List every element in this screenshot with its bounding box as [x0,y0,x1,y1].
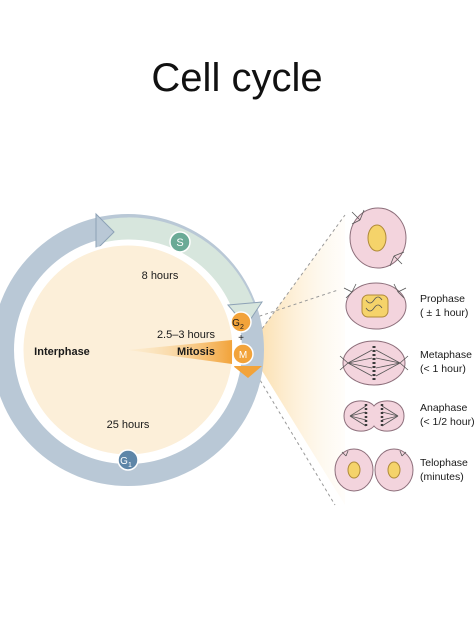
prophase-name: Prophase [420,293,465,305]
m-arrow-head [233,366,262,378]
metaphase-cell [339,340,409,386]
g2-plus: + [238,333,244,344]
g1-marker-label: G1 [120,456,132,469]
g1-marker [117,449,139,471]
interphase-cell [349,207,407,269]
m-marker [232,343,254,365]
metaphase-name: Metaphase [420,349,472,361]
telophase-duration: (minutes) [420,471,464,483]
s-marker [169,231,191,253]
cycle-arrow-top [95,212,115,252]
s-marker-label: S [176,237,183,249]
fan-line-mid [247,289,339,321]
mitosis-wedge [128,340,232,364]
slide-title: Cell cycle [151,56,323,100]
telophase-cells [334,448,414,492]
prophase-cell [343,282,407,330]
prophase-duration: ( ± 1 hour) [420,307,468,319]
g2-duration-label: 2.5–3 hours [157,329,216,341]
mitosis-label: Mitosis [177,346,215,358]
m-marker-label: M [239,350,247,361]
g2-marker [230,311,252,333]
fan-line-bottom [247,359,336,506]
metaphase-duration: (< 1 hour) [420,363,466,375]
anaphase-name: Anaphase [420,402,467,414]
s-duration-label: 8 hours [142,270,179,282]
anaphase-duration: (< 1/2 hour) [420,416,474,428]
interphase-label: Interphase [34,346,90,358]
mitosis-fan [248,215,345,505]
g1-duration-label: 25 hours [107,419,150,431]
anaphase-cell [343,400,405,432]
telophase-name: Telophase [420,457,468,469]
g2-marker-label: G2 [232,318,244,331]
